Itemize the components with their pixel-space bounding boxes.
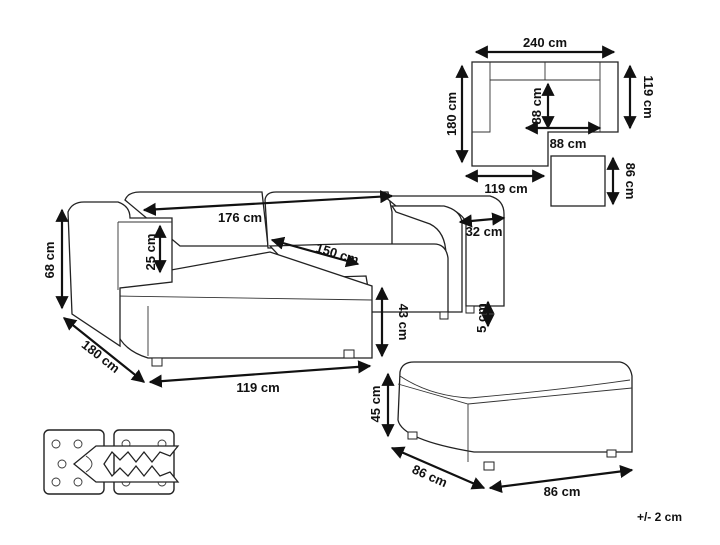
- ottoman-depth-label: 86 cm: [410, 462, 450, 491]
- plan-chaise-width-label: 119 cm: [484, 181, 527, 196]
- plan-arm-inner-label: 88 cm: [529, 88, 544, 125]
- ottoman-perspective-drawing: [397, 361, 633, 471]
- ottoman-height-label: 45 cm: [368, 386, 383, 423]
- arm-width-label: 32 cm: [466, 224, 503, 239]
- total-height-label: 68 cm: [42, 242, 57, 279]
- connector-bracket-icon: [43, 429, 180, 495]
- plan-seat-width-label: 88 cm: [550, 136, 587, 151]
- plan-right-depth-label: 119 cm: [641, 75, 656, 118]
- chaise-width-label: 119 cm: [236, 380, 279, 395]
- seat-height-label: 43 cm: [396, 304, 411, 341]
- plan-width-label: 240 cm: [523, 35, 567, 50]
- plan-depth-label: 180 cm: [444, 92, 459, 136]
- ottoman-width-label: 86 cm: [544, 484, 581, 499]
- sofa-perspective-drawing: [67, 191, 505, 367]
- back-width-label: 176 cm: [218, 210, 262, 225]
- plan-ottoman: [550, 155, 606, 207]
- plan-ottoman-label: 86 cm: [623, 163, 638, 200]
- floor-plan-top-view: 240 cm 180 cm 88 cm 88 cm 119 cm 119 cm …: [444, 35, 656, 207]
- leg-height-label: 5 cm: [474, 303, 489, 333]
- tolerance-note: +/- 2 cm: [637, 510, 682, 524]
- arm-height-label: 25 cm: [143, 234, 158, 271]
